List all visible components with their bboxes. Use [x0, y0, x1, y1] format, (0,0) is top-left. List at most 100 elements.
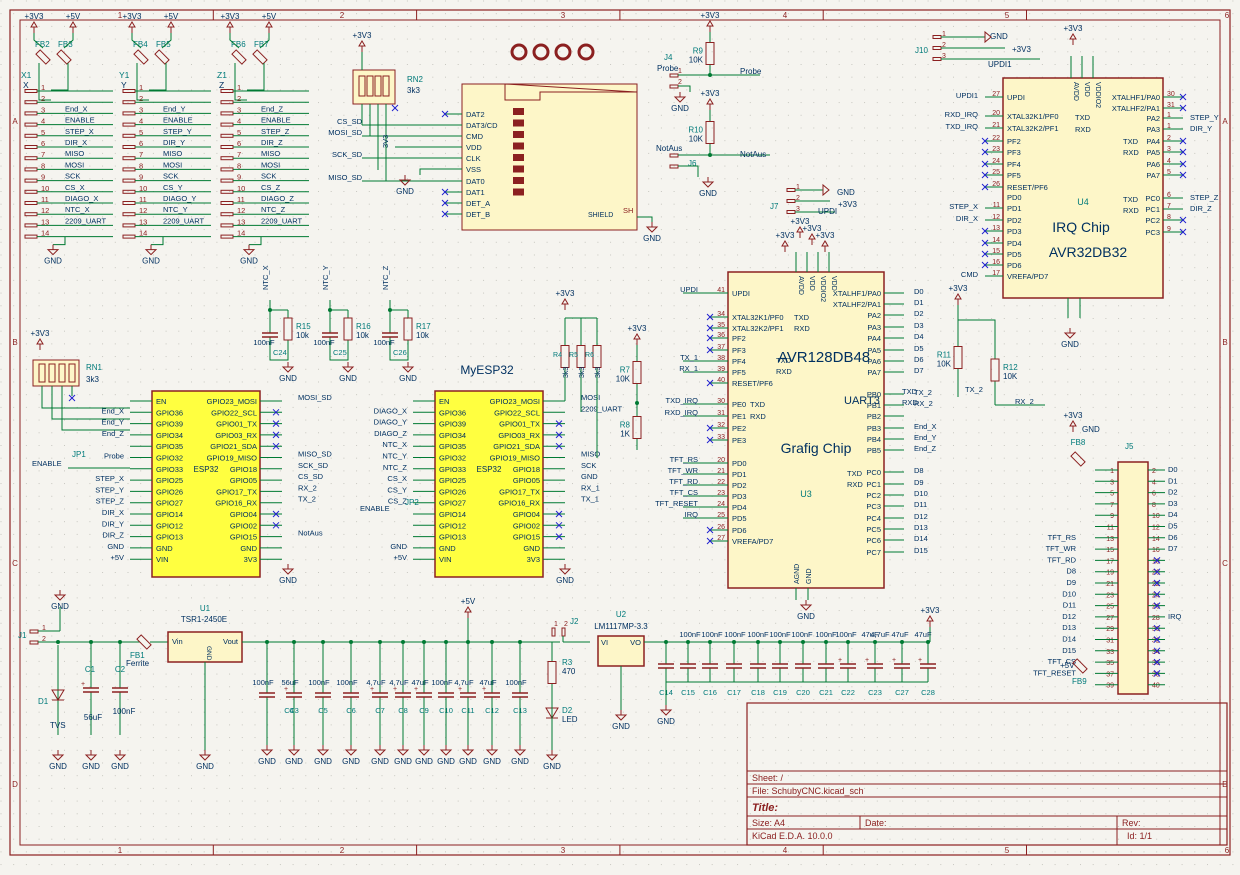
esp-left-left-net: STEP_Y — [95, 485, 124, 494]
header-net-label: SCK — [65, 172, 80, 181]
ferrite-ref: FB2 — [35, 40, 50, 49]
header-pin-number: 14 — [139, 229, 147, 238]
power-cap-ref: C27 — [895, 688, 909, 697]
sd-pin-label: DAT0 — [466, 177, 485, 186]
resistor-network-element — [366, 75, 374, 97]
sd-pin-label: VDD — [466, 143, 482, 152]
frame-row-label: B — [12, 338, 17, 347]
u4-pin-num: 3 — [1167, 146, 1171, 153]
pin-number: 2 — [942, 42, 946, 49]
u3-rxd: RXD — [750, 412, 766, 421]
u3-left-pin: PF2 — [732, 334, 746, 343]
junction-dot — [873, 640, 877, 644]
ground-label: GND — [671, 104, 689, 113]
header-pin-number: 7 — [237, 150, 241, 159]
esp-left-left-net: STEP_Z — [96, 497, 125, 506]
no-connect-mark — [555, 442, 563, 450]
wire — [61, 386, 130, 431]
esp-right-pin-left: GPIO36 — [439, 408, 466, 417]
resistor-body — [403, 317, 413, 341]
header-pin-number: 12 — [41, 206, 49, 215]
power-label: +5V — [461, 597, 476, 606]
rn1-element — [38, 363, 46, 383]
resistor-value: 10K — [689, 56, 704, 65]
esp-right-right-net: MOSI — [581, 393, 600, 402]
esp-left-right-net: SCK_SD — [298, 461, 329, 470]
no-connect-mark — [981, 250, 989, 258]
no-connect-mark — [1153, 590, 1161, 598]
u4-left-pin: PF3 — [1007, 148, 1021, 157]
power-cap-ref: C15 — [681, 688, 695, 697]
ground-symbol — [316, 749, 330, 756]
u3-pin-num: 23 — [717, 490, 725, 497]
u3-left-pin: PD2 — [732, 481, 747, 490]
ntc-net: NTC_Z — [381, 265, 390, 290]
u3-right-net: RX_2 — [914, 399, 933, 408]
u3-left-pin: RESET/PF6 — [732, 379, 773, 388]
u3-pin-num: 27 — [717, 535, 725, 542]
ground-symbol — [461, 749, 475, 756]
j7-net: GND — [837, 188, 855, 197]
esp-right-pin-left: GPIO12 — [439, 521, 466, 530]
u3-left-net: RX_1 — [679, 364, 698, 373]
u4-right-pin: PC0 — [1145, 194, 1160, 203]
power-cap-ref: C6 — [346, 706, 356, 715]
ferrite-body — [154, 49, 170, 65]
esp-right-right-net: MISO — [581, 450, 600, 459]
header-net-label: MISO — [163, 149, 182, 158]
j5-pin-num: 11 — [1107, 525, 1114, 532]
resistor-value: 10K — [1003, 372, 1018, 381]
pin-number: 1 — [942, 31, 946, 38]
rn1-element — [68, 363, 76, 383]
power-label: +3V3 — [31, 329, 50, 338]
power-symbol — [265, 21, 273, 28]
u4-pin-num: 1 — [1167, 123, 1171, 130]
polarity-mark: + — [284, 686, 288, 693]
esp-left-pin-left: GPIO33 — [156, 465, 183, 474]
polarity-mark: + — [918, 657, 922, 664]
power-label: +3V3 — [556, 289, 575, 298]
no-connect-mark — [981, 160, 989, 168]
u4-name: IRQ Chip — [1052, 219, 1110, 235]
esp-left-left-net: Probe — [104, 452, 124, 461]
no-connect-mark — [272, 408, 280, 416]
esp-right-pin-left: GPIO39 — [439, 420, 466, 429]
j5-pin-num: 40 — [1152, 683, 1160, 690]
u3-rxd: RXD — [902, 398, 918, 407]
header-pin-number: 7 — [139, 150, 143, 159]
power-cap-ref: C4 — [284, 706, 294, 715]
power-symbol — [69, 21, 77, 28]
u4-rxd: RXD — [1075, 125, 1091, 134]
esp-right-pin-right: GND — [523, 544, 540, 553]
esp-left-pin-right: GPIO02 — [230, 521, 257, 530]
ground-symbol — [51, 754, 65, 761]
u3-right-net: D5 — [914, 344, 924, 353]
header-net-label: NTC_Y — [163, 205, 188, 214]
capacitor-value: 100nF — [308, 678, 330, 687]
u4-right-pin: PA6 — [1146, 160, 1160, 169]
frame-column-label: 6 — [1225, 11, 1230, 20]
u3-left-pin: PF3 — [732, 346, 746, 355]
power-label: +3V3 — [791, 217, 810, 226]
u3-right-net: D14 — [914, 534, 928, 543]
u3-right-net: D1 — [914, 298, 924, 307]
no-connect-mark — [555, 431, 563, 439]
power-cap-ref: C10 — [439, 706, 453, 715]
wire — [161, 33, 172, 49]
esp-right-pin-right: GPIO03_RX — [498, 431, 540, 440]
esp-left-pin-left: GND — [156, 544, 173, 553]
power-cap-value: 100nF — [724, 630, 746, 639]
j5-pin-num: 35 — [1106, 660, 1114, 667]
u3-left-pin: PF5 — [732, 368, 746, 377]
esp-right-pin-right: GPIO19_MISO — [490, 454, 541, 463]
header-net-label: End_Z — [261, 104, 284, 113]
j5-pin-num: 15 — [1106, 547, 1114, 554]
power-label: +3V3 — [949, 284, 968, 293]
frame-row-label: A — [1222, 117, 1228, 126]
power-label: +3V3 — [25, 12, 44, 21]
ground-label: GND — [399, 374, 417, 383]
header-pin-number: 13 — [41, 217, 49, 226]
header-net-label: ENABLE — [65, 116, 95, 125]
u4-pin-num: 7 — [1167, 203, 1171, 210]
j5-left-net: TFT_RS — [1048, 533, 1076, 542]
